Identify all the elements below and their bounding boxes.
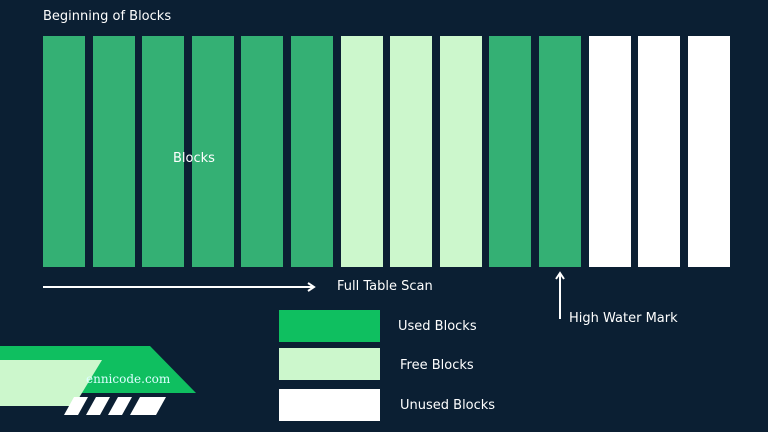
- block-used: [92, 36, 135, 267]
- high-water-mark-label: High Water Mark: [569, 311, 678, 326]
- full-table-scan-label: Full Table Scan: [337, 279, 433, 294]
- block-used: [43, 36, 85, 267]
- block-unused: [687, 36, 730, 267]
- blocks-label: Blocks: [173, 151, 215, 166]
- logo: [0, 346, 196, 415]
- block-unused: [638, 36, 681, 267]
- block-free: [439, 36, 482, 267]
- block-free: [340, 36, 383, 267]
- diagram-title: Beginning of Blocks: [43, 9, 172, 24]
- block-unused: [588, 36, 631, 267]
- legend-swatch-used: [279, 310, 380, 342]
- legend-swatch-unused: [279, 389, 380, 421]
- block-used: [291, 36, 333, 267]
- block-free: [390, 36, 433, 267]
- legend-swatch-free: [279, 348, 380, 380]
- hwm-arrow-icon: [555, 271, 565, 319]
- block-used: [539, 36, 581, 267]
- block-used: [489, 36, 532, 267]
- scan-arrow-icon: [43, 282, 316, 292]
- block-used: [142, 36, 185, 267]
- legend-label-free: Free Blocks: [400, 358, 474, 373]
- block-used: [241, 36, 284, 267]
- logo-text: ennicode.com: [86, 372, 171, 386]
- block-used: [191, 36, 234, 267]
- legend-label-used: Used Blocks: [398, 319, 477, 334]
- legend-label-unused: Unused Blocks: [400, 398, 496, 413]
